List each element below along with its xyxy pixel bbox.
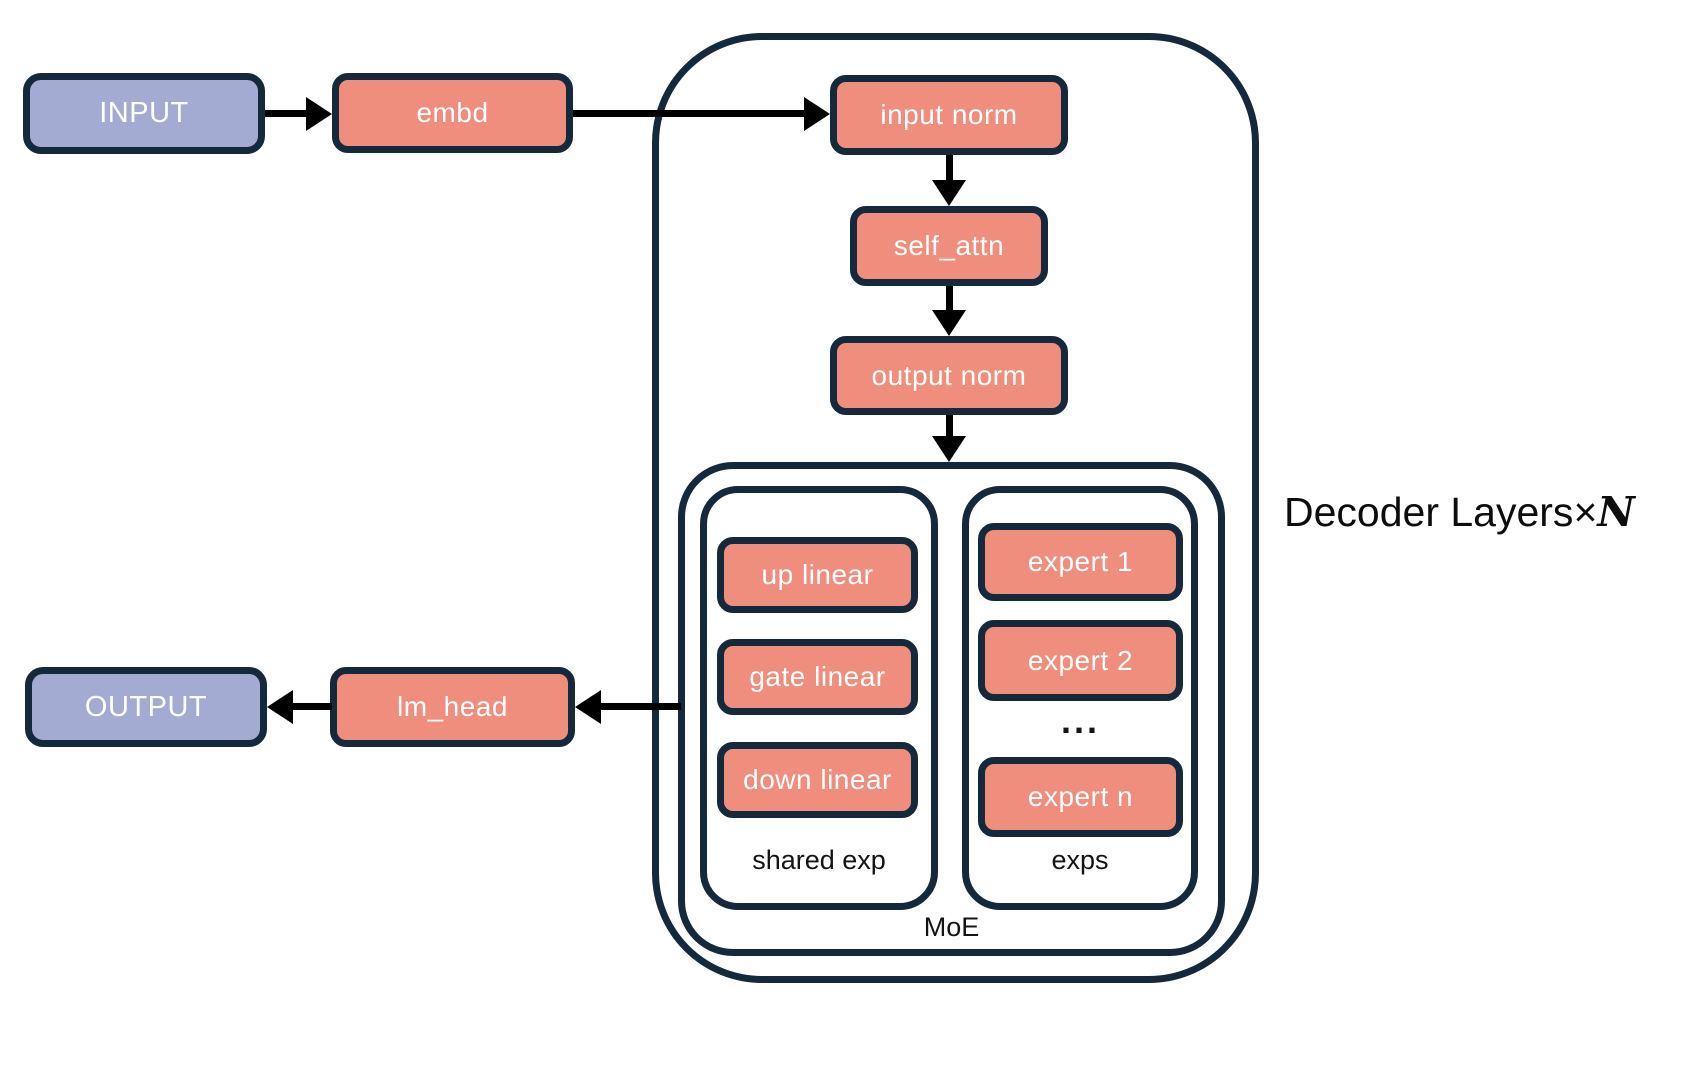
arrow-lmhead-output-head <box>267 690 293 724</box>
output-norm-node: output norm <box>830 336 1068 415</box>
expert-n-node-label: expert n <box>1027 781 1134 812</box>
decoder-layers-container <box>652 33 1259 983</box>
arrow-lmhead-output-line <box>291 703 332 710</box>
output-node: OUTPUT <box>25 667 267 747</box>
arrow-input-embd-head <box>306 97 332 131</box>
lm-head-node-label: lm_head <box>397 691 508 722</box>
arrow-moe-lmhead-head <box>575 690 601 724</box>
times-symbol: × <box>1573 489 1598 535</box>
input-norm-node-label: input norm <box>880 99 1018 130</box>
input-node: INPUT <box>23 73 265 154</box>
input-node-label: INPUT <box>99 97 189 129</box>
expert-1-node-label: expert 1 <box>1027 546 1134 577</box>
output-node-label: OUTPUT <box>84 690 208 723</box>
embd-node-label: embd <box>416 97 489 128</box>
self-attn-node-label: self_attn <box>893 230 1005 261</box>
arrow-embd-inputnorm-line <box>573 110 808 117</box>
experts-ellipsis: ... <box>1060 700 1100 741</box>
arrow-inputnorm-selfattn-head <box>932 180 966 206</box>
down-linear-node-label: down linear <box>743 764 892 795</box>
embd-node: embd <box>332 73 573 153</box>
moe-container <box>678 462 1225 956</box>
output-norm-node-label: output norm <box>871 359 1027 391</box>
shared-exp-group <box>700 486 938 910</box>
arrow-outputnorm-moe-line <box>946 415 953 439</box>
arrow-moe-lmhead-line <box>599 703 681 710</box>
expert-2-node: expert 2 <box>978 620 1183 701</box>
arrow-input-embd-line <box>265 110 310 117</box>
decoder-layers-label-text: Decoder Layers <box>1284 489 1574 535</box>
arrow-inputnorm-selfattn-line <box>946 155 953 185</box>
moe-label: MoE <box>923 912 980 942</box>
expert-n-node: expert n <box>978 757 1183 837</box>
arrow-embd-inputnorm-head <box>804 97 830 131</box>
input-norm-node: input norm <box>830 75 1068 155</box>
gate-linear-node: gate linear <box>717 639 918 715</box>
arrow-outputnorm-moe-head <box>932 436 966 462</box>
gate-linear-node-label: gate linear <box>749 661 886 692</box>
lm-head-node: lm_head <box>330 667 575 747</box>
expert-1-node: expert 1 <box>978 523 1183 601</box>
expert-2-node-label: expert 2 <box>1027 644 1134 676</box>
shared-exp-label: shared exp <box>752 845 886 875</box>
arrow-selfattn-outputnorm-line <box>946 286 953 313</box>
exps-group <box>962 486 1198 910</box>
up-linear-node-label: up linear <box>761 559 874 590</box>
up-linear-node: up linear <box>717 537 918 613</box>
decoder-layers-label: Decoder Layers×N <box>1284 488 1635 536</box>
down-linear-node: down linear <box>717 742 918 818</box>
self-attn-node: self_attn <box>850 206 1048 286</box>
arrow-selfattn-outputnorm-head <box>932 310 966 336</box>
exps-label: exps <box>1051 845 1109 875</box>
n-symbol: N <box>1597 488 1635 536</box>
